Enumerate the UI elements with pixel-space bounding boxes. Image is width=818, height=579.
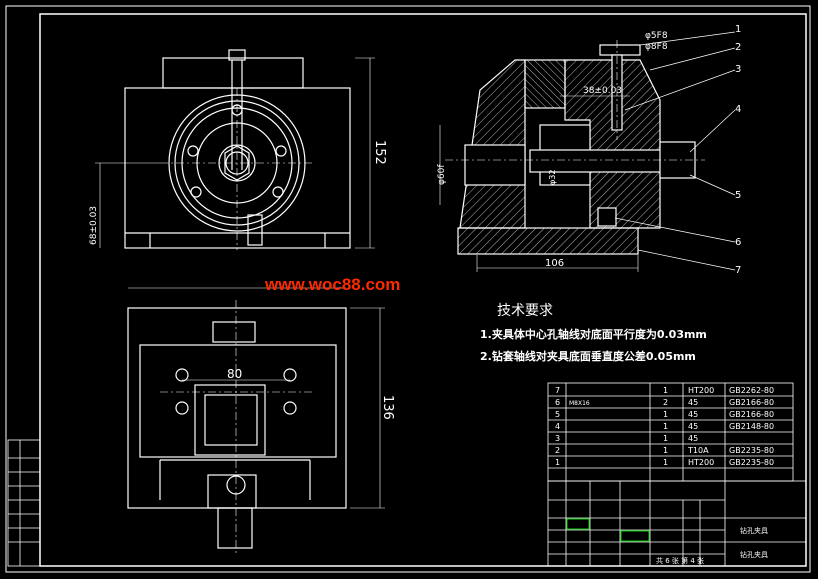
- drawing-label-2: 钻孔夹具: [740, 550, 768, 559]
- dim-phi32: φ32: [548, 170, 557, 185]
- balloon-5: 5: [735, 190, 741, 201]
- bom-qty: 1: [663, 386, 668, 395]
- bom-row: 5 1 45 GB2166-80: [555, 410, 774, 419]
- bom-qty: 2: [663, 398, 668, 407]
- bom-qty: 1: [663, 410, 668, 419]
- title-block-stamp-2: [566, 518, 590, 530]
- bom-material: 45: [688, 422, 698, 431]
- bom-material: T10A: [687, 446, 709, 455]
- bom-std: GB2235-80: [729, 446, 774, 455]
- balloon-2: 2: [735, 42, 741, 53]
- bom-rows: 7 1 HT200 GB2262-80 6 M8X16 2 45 GB2166-…: [555, 386, 774, 467]
- bom-std: GB2262-80: [729, 386, 774, 395]
- balloon-3: 3: [735, 64, 741, 75]
- balloon-4: 4: [735, 104, 741, 115]
- bom-qty: 1: [663, 446, 668, 455]
- balloon-7: 7: [735, 265, 741, 276]
- binding-margin-table: [7, 439, 41, 567]
- dim-106: 106: [545, 258, 564, 269]
- bom-row: 6 M8X16 2 45 GB2166-80: [555, 398, 774, 407]
- bom-std: GB2166-80: [729, 410, 774, 419]
- bom-qty: 1: [663, 458, 668, 467]
- bom-row: 4 1 45 GB2148-80: [555, 422, 774, 431]
- bom-no: 3: [555, 434, 560, 443]
- title-block-grid: [547, 480, 807, 567]
- bom-qty: 1: [663, 422, 668, 431]
- bom-row: 1 1 HT200 GB2235-80: [555, 458, 774, 467]
- dim-phi80: 80: [227, 367, 242, 381]
- bom-qty: 1: [663, 434, 668, 443]
- balloon-1: 1: [735, 24, 741, 35]
- section-dims: [439, 95, 639, 272]
- front-view-dims: [95, 57, 375, 249]
- bom-no: 2: [555, 446, 560, 455]
- bom-material: 45: [688, 410, 698, 419]
- bom-no: 6: [555, 398, 560, 407]
- dim-phi60: φ60f: [437, 164, 447, 185]
- bom-material: HT200: [688, 386, 714, 395]
- tech-req-item-2: 2.钻套轴线对夹具底面垂直度公差0.05mm: [480, 349, 696, 363]
- front-view-centerlines: [160, 88, 314, 250]
- bom-material: 45: [688, 398, 698, 407]
- tech-req-item-1: 1.夹具体中心孔轴线对底面平行度为0.03mm: [480, 327, 707, 341]
- bom-std: GB2148-80: [729, 422, 774, 431]
- balloon-numbers: 1 2 3 4 5 6 7: [735, 24, 741, 276]
- balloon-6: 6: [735, 237, 741, 248]
- dim-136: 136: [380, 395, 395, 420]
- bom-name: M8X16: [569, 400, 590, 407]
- bom-row: 3 1 45: [555, 434, 698, 443]
- front-view: [124, 49, 351, 249]
- drawing-label-1: 钻孔夹具: [740, 526, 768, 535]
- dim-phi5f8: φ5F8: [645, 31, 668, 41]
- dim-38: 38±0.03: [583, 86, 622, 96]
- bom-row: 2 1 T10A GB2235-80: [555, 446, 774, 455]
- dim-68: 68±0.03: [89, 206, 99, 245]
- drawing-frame: [5, 5, 811, 573]
- watermark: www.woc88.com: [264, 275, 400, 294]
- bom-no: 5: [555, 410, 560, 419]
- tech-req-title: 技术要求: [497, 303, 553, 319]
- top-view-centerlines: [160, 300, 312, 555]
- bom-no: 4: [555, 422, 560, 431]
- section-centerlines: [445, 40, 705, 161]
- bom-std: GB2166-80: [729, 398, 774, 407]
- bom-material: HT200: [688, 458, 714, 467]
- bom-no: 7: [555, 386, 560, 395]
- sheet-count: 共 6 张 第 4 张: [656, 556, 704, 565]
- section-view: [457, 44, 696, 255]
- dim-152: 152: [372, 140, 387, 165]
- top-view-dims: [128, 287, 385, 509]
- top-view: [127, 307, 347, 549]
- title-block-stamp: [620, 530, 650, 542]
- dim-phi8f8: φ8F8: [645, 42, 668, 52]
- bom-row: 7 1 HT200 GB2262-80: [555, 386, 774, 395]
- bom-table-grid: [547, 382, 794, 482]
- balloon-leaders: [614, 31, 736, 271]
- bom-no: 1: [555, 458, 560, 467]
- bom-material: 45: [688, 434, 698, 443]
- bom-std: GB2235-80: [729, 458, 774, 467]
